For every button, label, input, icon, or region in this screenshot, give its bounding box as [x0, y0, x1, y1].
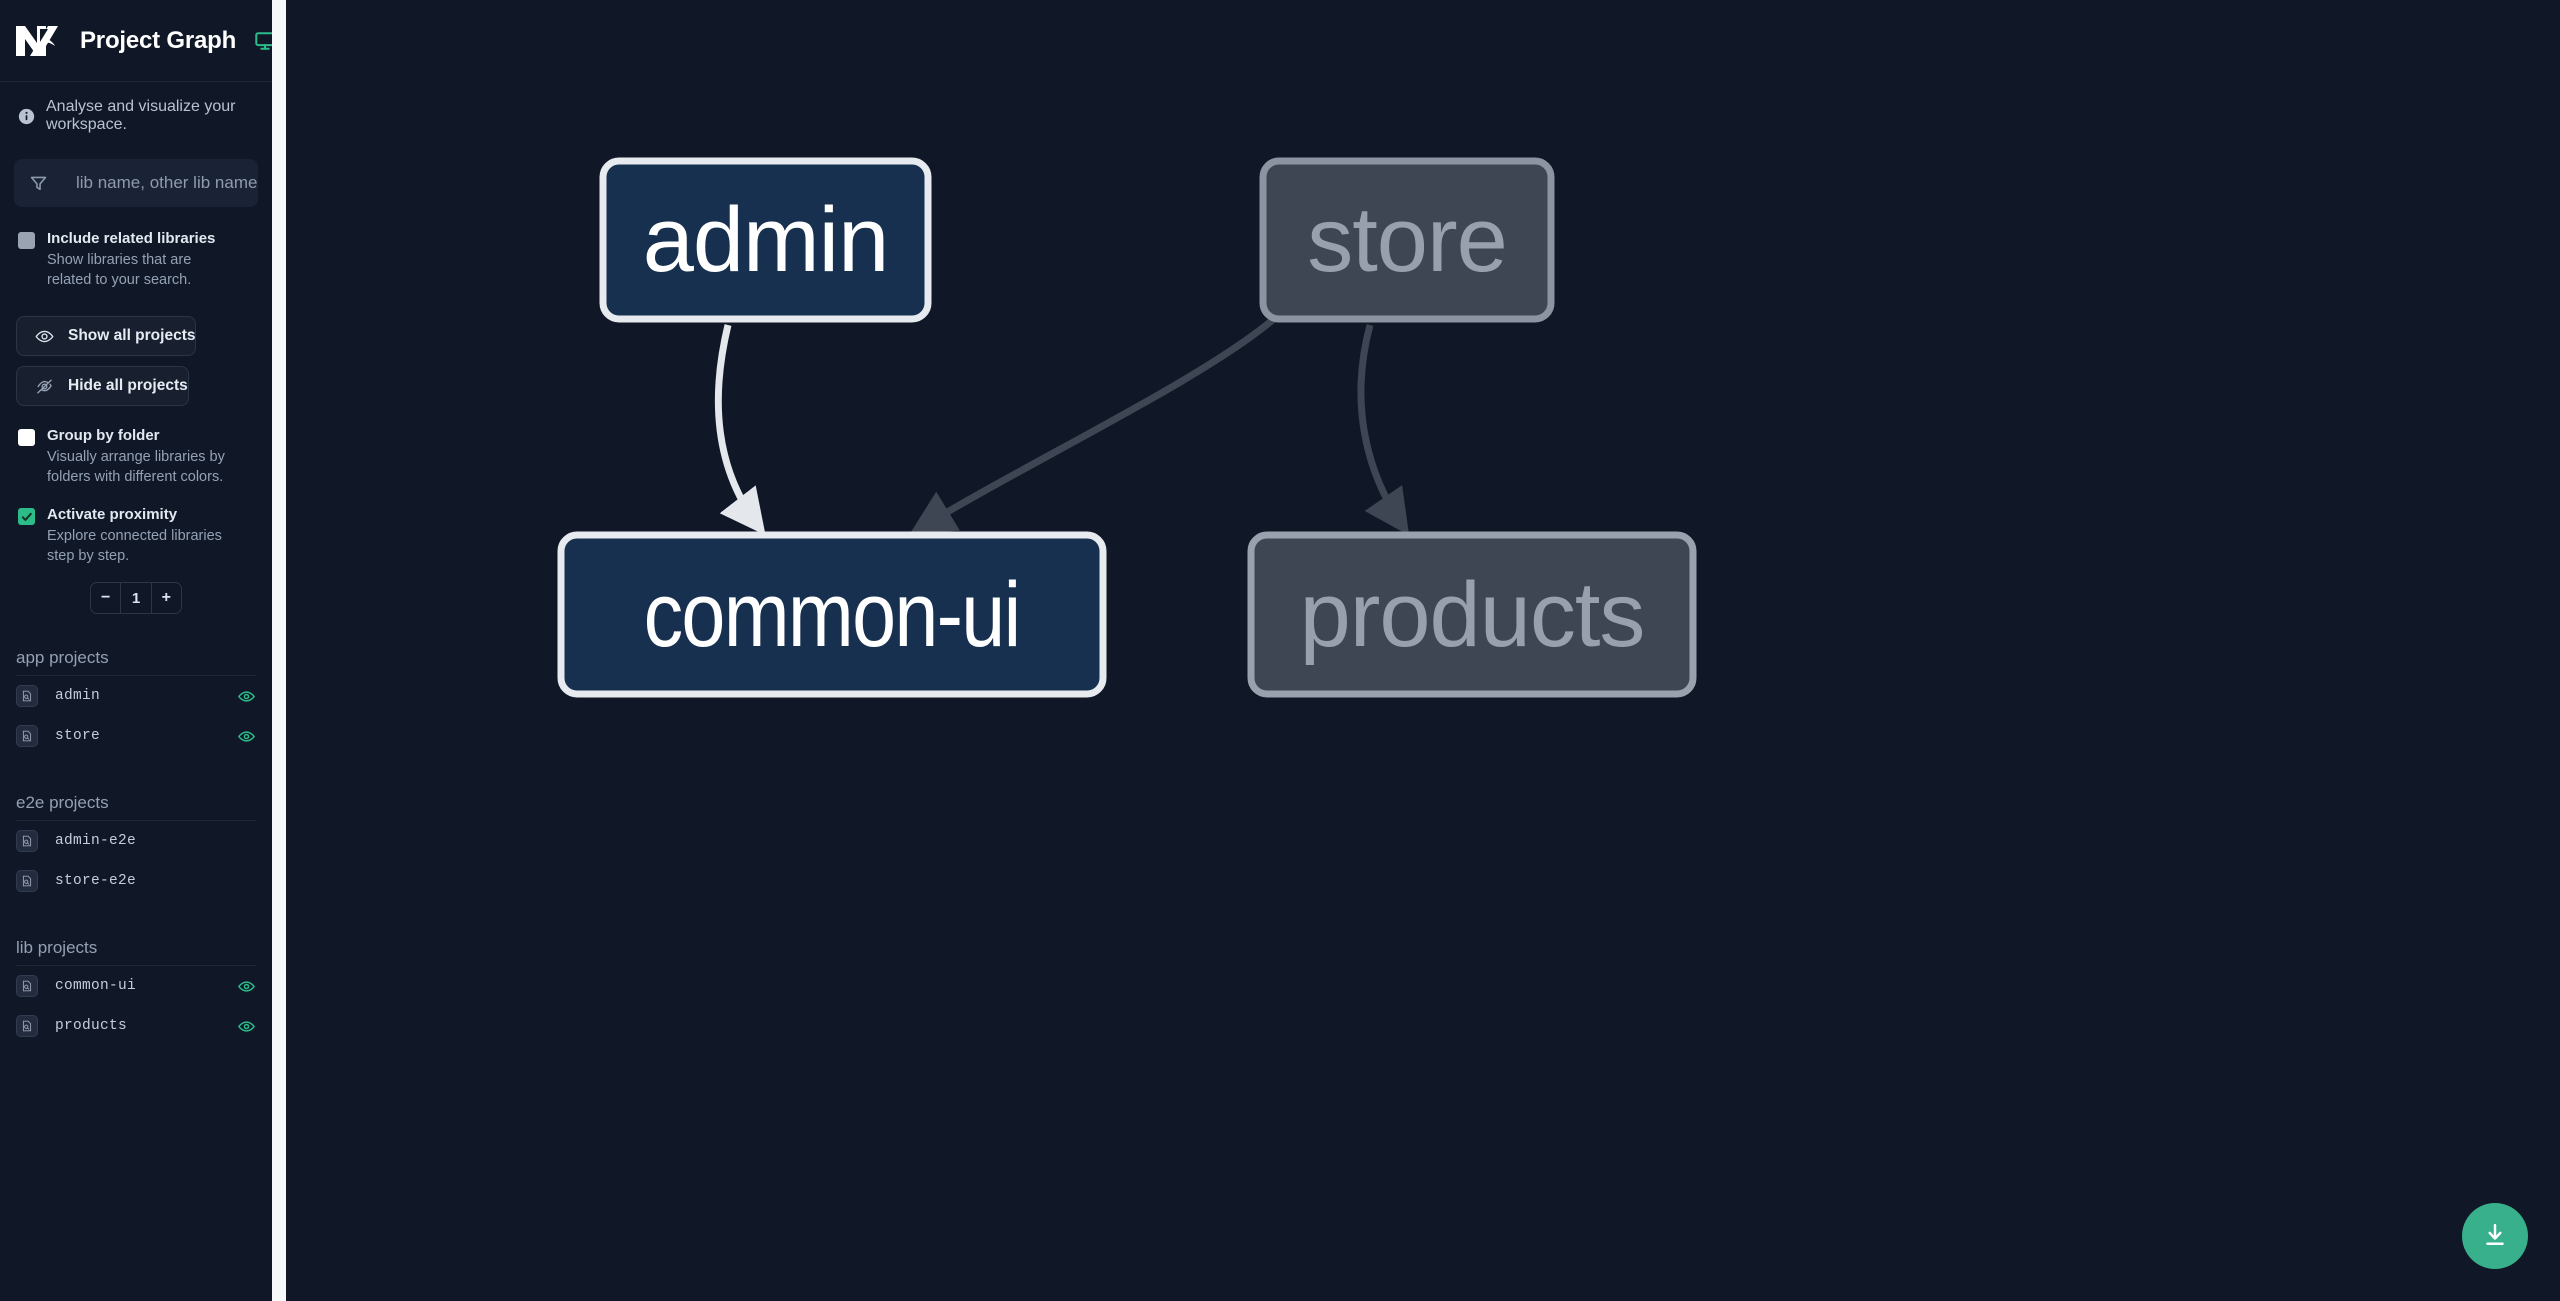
project-file-icon: [16, 870, 38, 892]
download-icon: [2481, 1221, 2509, 1252]
project-name: store-e2e: [55, 873, 137, 889]
project-file-icon: [16, 830, 38, 852]
proximity-value: 1: [120, 583, 150, 613]
graph-node-products[interactable]: [1247, 531, 1697, 698]
hide-all-projects-label: Hide all projects: [68, 377, 188, 394]
proximity-decrement-button[interactable]: −: [100, 589, 111, 606]
graph-node-store[interactable]: [1259, 157, 1555, 323]
project-name: admin-e2e: [55, 833, 137, 849]
monitor-icon[interactable]: [254, 30, 272, 52]
project-list-item-store-e2e[interactable]: store-e2e: [16, 861, 256, 901]
graph-edges: [714, 315, 1410, 536]
project-list-item-admin-e2e[interactable]: admin-e2e: [16, 821, 256, 861]
group-title: e2e projects: [16, 793, 256, 821]
sidebar-tagline-text: Analyse and visualize your workspace.: [46, 98, 236, 133]
option-label: Activate proximity: [47, 506, 178, 523]
project-visibility-toggle[interactable]: [236, 871, 256, 891]
info-icon: [18, 108, 35, 125]
project-list-item-common-ui[interactable]: common-ui: [16, 966, 256, 1006]
option-group-by-folder[interactable]: Group by folder Visually arrange librari…: [0, 426, 272, 487]
graph-node-common-ui[interactable]: [557, 531, 1107, 698]
sidebar: Project Graph Analyse and visualize your…: [0, 0, 272, 1301]
sidebar-tagline: Analyse and visualize your workspace.: [0, 82, 272, 148]
option-description: Visually arrange libraries by folders wi…: [47, 449, 225, 485]
page-title: Project Graph: [80, 26, 237, 54]
edge-store-to-products: [1357, 324, 1410, 536]
option-activate-proximity[interactable]: Activate proximity Explore connected lib…: [0, 505, 272, 566]
proximity-increment-button[interactable]: +: [150, 583, 181, 613]
project-list-item-admin[interactable]: admin: [16, 676, 256, 716]
edge-admin-to-common-ui: [714, 324, 766, 536]
option-description: Show libraries that are related to your …: [47, 252, 192, 288]
project-file-icon: [16, 725, 38, 747]
project-graph-svg: [557, 157, 1697, 698]
eye-icon: [35, 327, 54, 346]
search-box[interactable]: [14, 159, 258, 207]
project-list-item-products[interactable]: products: [16, 1006, 256, 1046]
group-e2e-projects: e2e projects admin-e2e: [0, 793, 272, 901]
eye-off-icon: [35, 377, 54, 396]
project-visibility-toggle[interactable]: [236, 726, 256, 746]
include-related-libraries-checkbox[interactable]: [18, 232, 35, 249]
download-graph-button[interactable]: [2462, 1203, 2528, 1269]
group-title: lib projects: [16, 938, 256, 966]
graph-node-admin[interactable]: [599, 157, 932, 323]
project-file-icon: [16, 685, 38, 707]
filter-icon: [22, 159, 54, 207]
project-file-icon: [16, 975, 38, 997]
sidebar-header: Project Graph: [0, 0, 272, 82]
project-visibility-toggle[interactable]: [236, 976, 256, 996]
group-app-projects: app projects admin: [0, 648, 272, 756]
hide-all-projects-button[interactable]: Hide all projects: [16, 366, 189, 406]
project-name: products: [55, 1018, 128, 1034]
activate-proximity-checkbox[interactable]: [18, 508, 35, 525]
search-input[interactable]: [60, 159, 258, 207]
graph-nodes: [557, 157, 1697, 698]
option-description: Explore connected libraries step by step…: [47, 528, 222, 564]
project-file-icon: [16, 1015, 38, 1037]
project-name: common-ui: [55, 978, 137, 994]
option-label: Group by folder: [47, 427, 160, 444]
project-name: store: [55, 728, 101, 744]
project-visibility-toggle[interactable]: [236, 831, 256, 851]
show-all-projects-button[interactable]: Show all projects: [16, 316, 197, 356]
nx-logo-icon: [14, 20, 62, 62]
group-by-folder-checkbox[interactable]: [18, 429, 35, 446]
option-include-related-libraries[interactable]: Include related libraries Show libraries…: [0, 229, 272, 290]
group-title: app projects: [16, 648, 256, 676]
project-visibility-toggle[interactable]: [236, 1016, 256, 1036]
option-label: Include related libraries: [47, 230, 216, 247]
proximity-stepper[interactable]: − 1 +: [90, 582, 182, 614]
edge-store-to-common-ui: [909, 315, 1278, 535]
group-lib-projects: lib projects common-ui: [0, 938, 272, 1046]
show-all-projects-label: Show all projects: [68, 327, 196, 344]
project-list-item-store[interactable]: store: [16, 716, 256, 756]
sidebar-resize-handle[interactable]: [272, 0, 286, 1301]
project-visibility-toggle[interactable]: [236, 686, 256, 706]
graph-canvas[interactable]: admin store common-ui products: [272, 0, 2560, 1301]
project-name: admin: [55, 688, 101, 704]
